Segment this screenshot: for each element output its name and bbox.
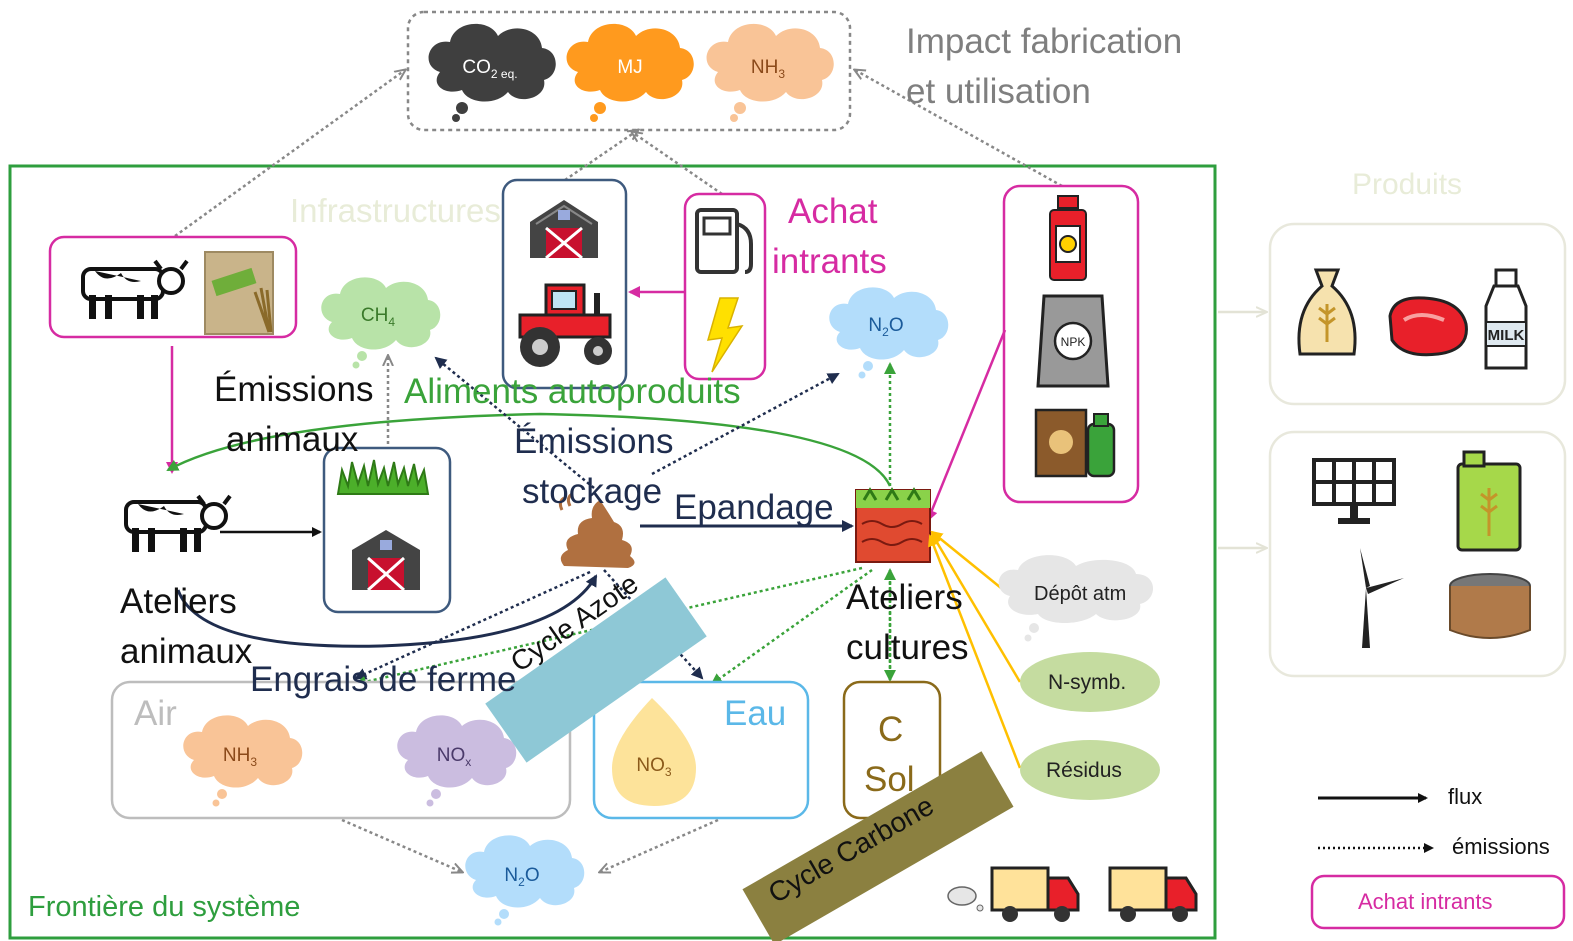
co2-cloud	[428, 23, 556, 102]
nh3-air-cloud	[183, 715, 303, 788]
barn-small-icon	[352, 530, 420, 592]
epandage-label: Epandage	[674, 488, 834, 527]
cow-icon	[81, 259, 189, 319]
tractor-icon	[518, 283, 612, 367]
residus-label: Résidus	[1046, 759, 1122, 782]
cycle-carbone-band	[742, 751, 1014, 941]
legend-achat-label: Achat intrants	[1358, 889, 1493, 914]
emissions-stockage-line1: Émissions	[514, 422, 674, 461]
impact-title-line2: et utilisation	[906, 72, 1091, 111]
truck-icon	[990, 866, 1080, 922]
c-sol-line1: C	[878, 710, 904, 749]
ateliers-animaux-line1: Ateliers	[120, 582, 237, 621]
nh3-impact-cloud	[706, 23, 834, 102]
system-boundary	[8, 164, 1217, 940]
fertilizer-icon	[1034, 408, 1116, 478]
no3-eau-label: NO3	[636, 755, 672, 779]
emissions-animaux-line1: Émissions	[214, 370, 374, 409]
nox-air-label: NOx	[436, 745, 472, 769]
ch4-label: CH4	[360, 305, 396, 329]
svg-text:MILK: MILK	[1488, 327, 1525, 344]
n2o-top-label: N2O	[868, 315, 904, 339]
electricity-icon	[706, 297, 744, 373]
depot-atm-label: Dépôt atm	[1034, 583, 1127, 605]
ateliers-cultures-line2: cultures	[846, 628, 969, 667]
residus-oval	[1020, 740, 1160, 800]
nox-air-cloud	[397, 715, 517, 788]
exhaust-cloud-icon	[947, 886, 984, 912]
nh3-air-label: NH3	[222, 745, 258, 769]
grain-sack-icon	[1297, 268, 1357, 356]
milk-bottle-icon: MILK	[1484, 268, 1528, 370]
ateliers-animaux-line2: animaux	[120, 632, 253, 671]
achat-intrants-line1: Achat	[788, 192, 878, 231]
n2o-bottom-cloud	[465, 835, 585, 908]
manure-icon	[558, 492, 635, 568]
ateliers-cultures-line1: Ateliers	[846, 578, 963, 617]
no3-drop	[612, 698, 696, 806]
cycle-azote-band	[485, 577, 707, 763]
legend-emissions-label: émissions	[1452, 834, 1550, 859]
mj-label: MJ	[617, 57, 643, 78]
n-symb-oval	[1020, 652, 1160, 712]
n2o-bottom-label: N2O	[504, 865, 540, 889]
produits-label: Produits	[1352, 168, 1463, 201]
n2o-top-cloud	[829, 287, 949, 360]
svg-text:NPK: NPK	[1061, 335, 1086, 349]
soil-icon	[855, 487, 931, 563]
achat-intrants-line2: intrants	[772, 242, 887, 281]
biogas-digester-icon	[1449, 573, 1531, 639]
legend-achat-box	[1310, 874, 1566, 930]
legend-flux-label: flux	[1448, 784, 1483, 809]
fuel-pump-icon	[695, 208, 753, 274]
nh3-impact-label: NH3	[750, 57, 786, 81]
truck-icon-2	[1108, 866, 1198, 922]
impact-title-line1: Impact fabrication	[906, 22, 1183, 61]
emissions-stockage-line2: stockage	[522, 472, 663, 511]
solar-panel-icon	[1312, 458, 1396, 524]
grass-icon	[336, 459, 430, 495]
n-symb-label: N-symb.	[1048, 671, 1127, 694]
npk-bag-icon: NPK	[1036, 294, 1110, 388]
boundary-label: Frontière du système	[28, 891, 301, 923]
eau-label: Eau	[724, 694, 787, 733]
wind-turbine-icon	[1340, 548, 1404, 648]
emissions-animaux-line2: animaux	[226, 420, 359, 459]
aliments-autoproduits-label: Aliments autoproduits	[404, 372, 741, 411]
barn-icon	[530, 200, 598, 260]
pesticide-icon	[1049, 195, 1087, 281]
ch4-cloud	[321, 277, 441, 350]
cow-ateliers-icon	[124, 494, 232, 552]
mj-cloud	[566, 23, 694, 102]
feed-bag-icon	[204, 251, 274, 335]
air-label: Air	[134, 694, 177, 733]
engrais-de-ferme-label: Engrais de ferme	[250, 660, 517, 699]
biofuel-can-icon	[1456, 450, 1522, 552]
meat-icon	[1388, 296, 1468, 357]
infrastructures-label: Infrastructures	[290, 192, 501, 229]
depot-atm-cloud	[998, 555, 1154, 623]
c-sol-line2: Sol	[864, 760, 915, 799]
co2-label: CO2 eq.	[462, 57, 518, 81]
